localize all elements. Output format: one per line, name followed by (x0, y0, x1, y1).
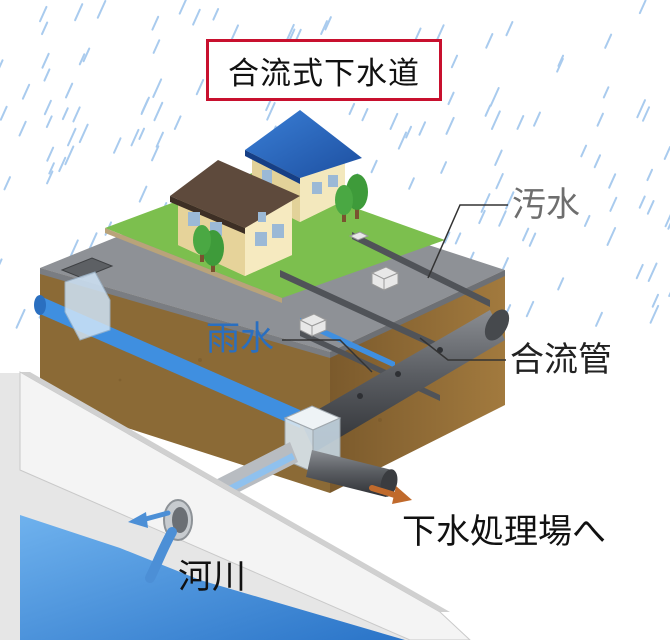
rain-streak (491, 88, 499, 106)
rain-streak (604, 87, 609, 97)
label-sewage: 汚水 (512, 188, 580, 222)
rain-streak (486, 34, 492, 48)
rain-streak (47, 148, 53, 161)
rain-streak (419, 122, 425, 134)
rain-streak (486, 106, 491, 116)
rain-streak (45, 101, 51, 114)
rain-streak (139, 129, 144, 139)
rain-streak (152, 146, 158, 160)
rain-streak (350, 104, 355, 114)
rain-streak (441, 162, 446, 173)
rain-streak (637, 100, 645, 117)
rain-streak (114, 138, 120, 152)
rain-streak (152, 17, 158, 30)
rain-streak (653, 295, 658, 307)
label-river: 河川 (178, 560, 246, 594)
rain-streak (409, 178, 414, 188)
rain-streak (651, 306, 659, 323)
rain-streak (595, 155, 600, 167)
rain-streak (648, 201, 654, 214)
rain-streak (665, 147, 670, 159)
rain-streak (63, 108, 68, 119)
rain-streak (44, 69, 49, 80)
rain-streak (157, 133, 163, 147)
rain-streak (175, 116, 181, 129)
rain-streak (492, 111, 500, 128)
rain-streak (213, 9, 218, 19)
rain-streak (647, 170, 652, 180)
rain-streak (637, 265, 643, 278)
rain-streak (180, 0, 186, 14)
rain-streak (17, 310, 25, 328)
rain-streak (596, 313, 602, 326)
rain-streak (65, 147, 73, 165)
rain-streak (517, 116, 523, 129)
rain-streak (585, 216, 590, 226)
rain-streak (643, 107, 649, 121)
label-rainwater: 雨水 (206, 322, 274, 356)
rain-streak (598, 114, 603, 126)
rain-streak (59, 158, 65, 171)
rain-streak (47, 116, 52, 127)
rain-streak (131, 130, 138, 145)
rain-streak (0, 259, 2, 272)
rain-streak (506, 22, 512, 35)
rain-streak (495, 151, 501, 165)
diagram-title: 合流式下水道 (206, 39, 442, 101)
rain-streak (447, 118, 454, 134)
rain-streak (153, 79, 161, 97)
rain-streak (20, 122, 26, 136)
rain-streak (640, 1, 646, 14)
rain-streak (608, 228, 616, 245)
rain-streak (0, 60, 3, 72)
rain-streak (391, 114, 398, 129)
rain-streak (68, 129, 75, 146)
rain-streak (605, 35, 611, 48)
rain-streak (496, 174, 502, 188)
rain-streak (42, 23, 47, 34)
rain-streak (197, 80, 203, 94)
rain-streak (80, 125, 88, 142)
rain-streak (581, 146, 586, 157)
rainwater-channel-inlet (34, 295, 46, 315)
rain-streak (523, 229, 528, 241)
rain-streak (399, 133, 406, 149)
rain-streak (154, 103, 162, 120)
rain-streak (558, 278, 563, 289)
rain-streak (1, 107, 7, 120)
rain-streak (649, 264, 657, 281)
rain-streak (482, 194, 490, 212)
rain-streak (530, 234, 535, 246)
rain-streak (610, 198, 616, 211)
rain-streak (23, 85, 29, 99)
rain-streak (640, 197, 645, 208)
rain-streak (73, 107, 79, 121)
rain-streak (448, 93, 453, 104)
rain-streak (456, 233, 461, 243)
rain-streak (40, 7, 46, 21)
rain-streak (534, 113, 540, 126)
label-to-treatment-plant: 下水処理場へ (402, 515, 606, 549)
rain-streak (609, 174, 615, 187)
rain-streak (4, 177, 10, 189)
rain-streak (75, 4, 82, 20)
rain-streak (527, 302, 533, 316)
rain-streak (42, 54, 48, 68)
rain-streak (142, 99, 148, 112)
rain-streak (666, 210, 670, 227)
rain-streak (140, 187, 147, 202)
rain-streak (66, 84, 72, 98)
rain-streak (499, 211, 505, 225)
label-combined-pipe: 合流管 (510, 343, 612, 377)
rain-streak (372, 161, 377, 172)
rain-streak (437, 25, 443, 39)
rain-streak (154, 40, 160, 53)
rain-streak (98, 1, 106, 18)
rain-streak (362, 109, 367, 120)
rain-streak (452, 56, 457, 68)
rain-streak (193, 10, 200, 25)
